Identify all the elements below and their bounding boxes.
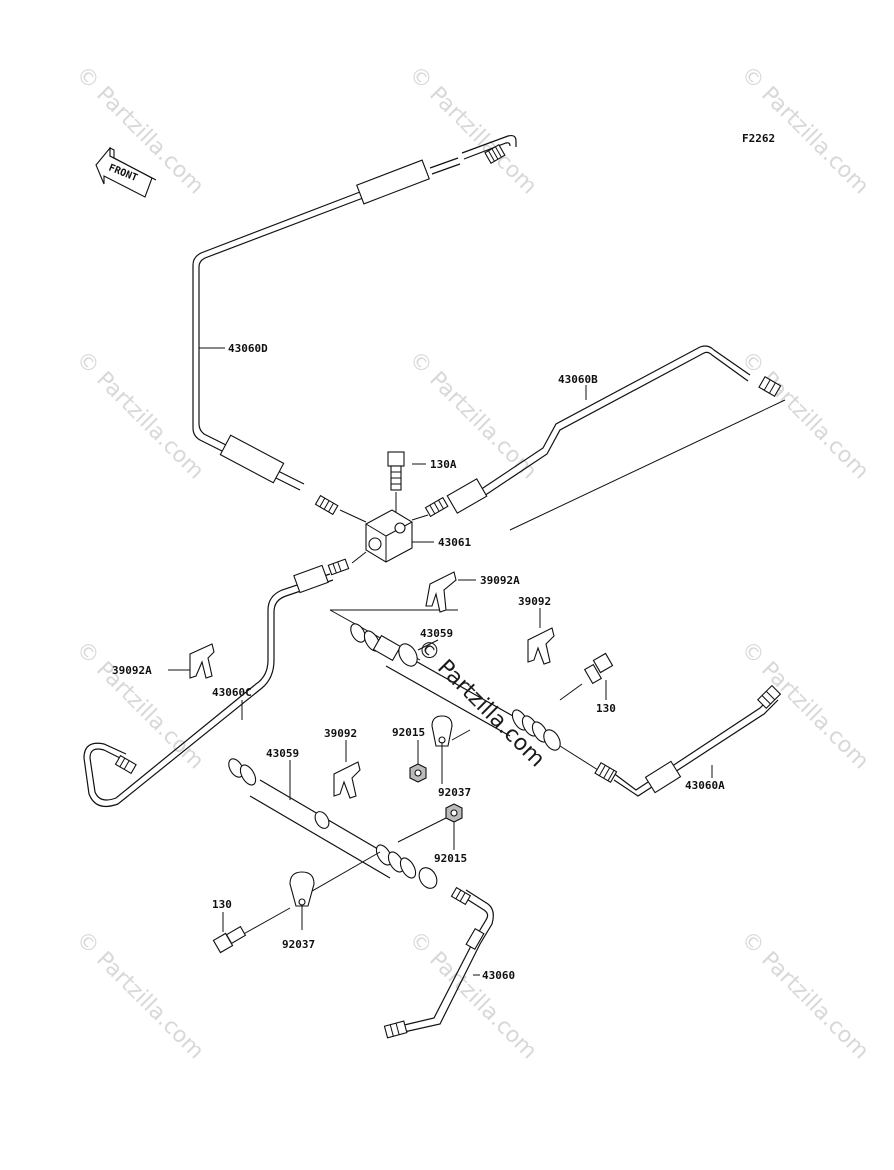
diagram-code: F2262 bbox=[742, 132, 775, 145]
watermark: © Partzilla.com bbox=[71, 927, 209, 1065]
label-43061: 43061 bbox=[438, 536, 471, 549]
junction-43061 bbox=[365, 509, 413, 563]
clamp-92037-bottom bbox=[239, 871, 315, 937]
front-arrow-icon: FRONT bbox=[95, 146, 157, 198]
label-39092A-left: 39092A bbox=[112, 664, 152, 677]
label-130-right: 130 bbox=[596, 702, 616, 715]
part-labels: 43060D 43060B 130A 43061 39092A 39092 43… bbox=[112, 342, 725, 982]
bolt-130-right bbox=[559, 652, 614, 701]
label-43059-top: 43059 bbox=[420, 627, 453, 640]
watermark: © Partzilla.com bbox=[71, 637, 209, 775]
label-43060B: 43060B bbox=[558, 373, 598, 386]
label-39092-top: 39092 bbox=[518, 595, 551, 608]
watermark-layer: © Partzilla.com © Partzilla.com © Partzi… bbox=[71, 62, 874, 1065]
label-43059-bottom: 43059 bbox=[266, 747, 299, 760]
label-39092-mid: 39092 bbox=[324, 727, 357, 740]
pipe-43060C bbox=[83, 551, 367, 807]
nut-92015-top bbox=[409, 763, 427, 783]
label-92037-bottom: 92037 bbox=[282, 938, 315, 951]
bolt-130-left bbox=[212, 912, 247, 954]
pipe-43060A bbox=[594, 684, 782, 797]
pipe-43060D bbox=[192, 134, 517, 523]
clip-39092-top bbox=[527, 627, 555, 665]
hose-43059-upper bbox=[329, 609, 599, 771]
watermark: © Partzilla.com bbox=[736, 62, 874, 200]
label-130-left: 130 bbox=[212, 898, 232, 911]
watermark: © Partzilla.com bbox=[736, 927, 874, 1065]
hose-43059-lower bbox=[228, 758, 451, 899]
clip-39092-mid bbox=[333, 761, 361, 799]
label-43060A: 43060A bbox=[685, 779, 725, 792]
label-39092A-top: 39092A bbox=[480, 574, 520, 587]
label-130A: 130A bbox=[430, 458, 457, 471]
leader-lines bbox=[168, 347, 713, 976]
label-92037-top: 92037 bbox=[438, 786, 471, 799]
pipe-43060 bbox=[383, 886, 494, 1039]
pipe-43060B bbox=[411, 345, 786, 531]
label-92015-bottom: 92015 bbox=[434, 852, 467, 865]
label-43060D: 43060D bbox=[228, 342, 268, 355]
clip-39092A-left bbox=[189, 643, 215, 679]
label-92015-top: 92015 bbox=[392, 726, 425, 739]
clamp-92037-top bbox=[431, 715, 471, 784]
nut-92015-bottom bbox=[445, 803, 463, 823]
label-43060C: 43060C bbox=[212, 686, 252, 699]
watermark: © Partzilla.com bbox=[71, 347, 209, 485]
bolt-130A bbox=[387, 451, 405, 522]
watermark: © Partzilla.com bbox=[736, 347, 874, 485]
label-43060: 43060 bbox=[482, 969, 515, 982]
watermark: © Partzilla.com bbox=[736, 637, 874, 775]
clip-39092A-top bbox=[425, 571, 457, 613]
